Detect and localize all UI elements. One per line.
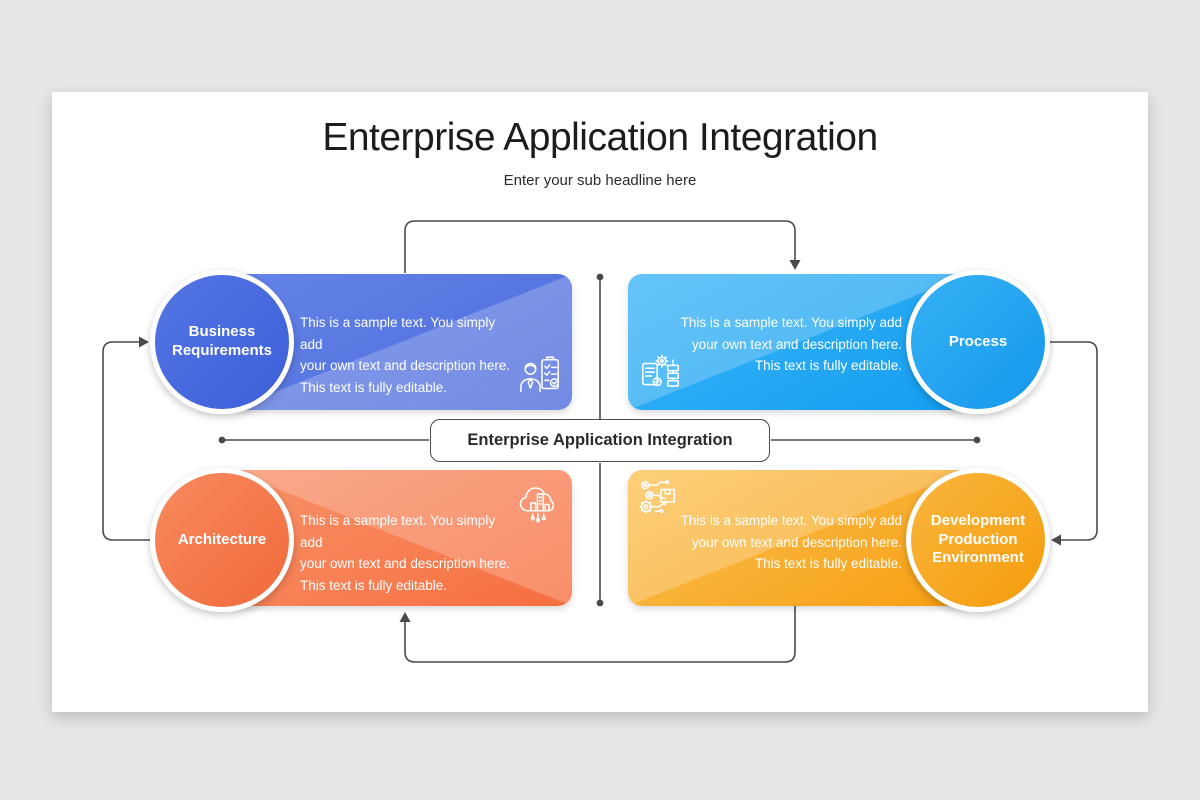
- person-checklist-icon: [518, 353, 564, 399]
- node-architecture: Architecture: [150, 468, 294, 612]
- slide-subtitle: Enter your sub headline here: [503, 172, 697, 189]
- center-label-box: Enterprise Application Integration: [430, 419, 770, 462]
- gears-package-icon: [637, 477, 683, 523]
- document-gear-icon: [638, 352, 684, 398]
- panel-body-text: This is a sample text. You simply add yo…: [680, 315, 902, 373]
- node-process: Process: [906, 270, 1050, 414]
- node-label: Process: [948, 332, 1008, 350]
- panel-body-text: This is a sample text. You simply add yo…: [300, 513, 511, 593]
- panel-body-text: This is a sample text. You simply add yo…: [300, 315, 511, 395]
- panel-business-requirements: [230, 274, 572, 410]
- node-business-requirements: Business Requirements: [150, 270, 294, 414]
- node-label: Development Production Environment: [930, 511, 1026, 567]
- slide-title: Enterprise Application Integration: [322, 116, 878, 159]
- panel-body-text: This is a sample text. You simply add yo…: [680, 513, 902, 571]
- cloud-buildings-icon: [515, 481, 561, 527]
- center-label-text: Enterprise Application Integration: [467, 431, 733, 449]
- node-development-production-environment: Development Production Environment: [906, 468, 1050, 612]
- node-label: Business Requirements: [171, 323, 273, 359]
- node-label: Architecture: [177, 530, 267, 548]
